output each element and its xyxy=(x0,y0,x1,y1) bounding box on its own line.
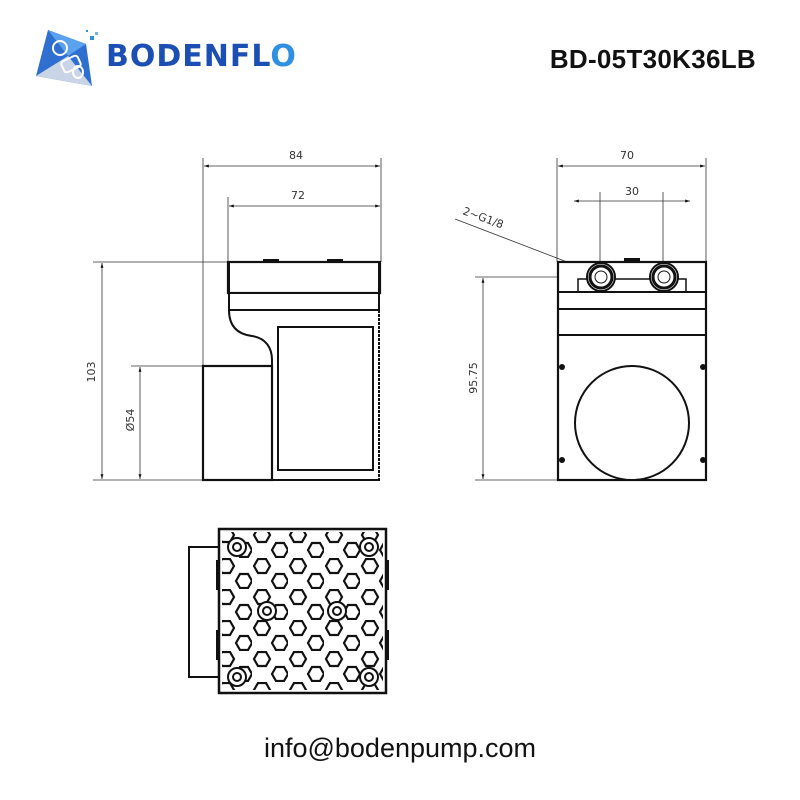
mounting-holes xyxy=(227,537,379,687)
dim-front-height: 95.75 xyxy=(467,362,480,394)
brand-logo: BODENFLO xyxy=(34,24,297,90)
brand-name: BODENFLO xyxy=(106,39,297,74)
dim-motor-diameter: Ø54 xyxy=(124,409,137,432)
logo-cube-icon xyxy=(34,26,102,88)
dim-front-width: 70 xyxy=(620,149,634,162)
port-thread-callout: 2~G1/8 xyxy=(461,205,505,232)
dim-overall-height: 103 xyxy=(85,362,98,383)
contact-email[interactable]: info@bodenpump.com xyxy=(263,733,537,763)
dim-head-width: 72 xyxy=(291,189,305,202)
inlet-port-icon xyxy=(586,262,616,292)
model-number: BD-05T30K36LB xyxy=(549,44,756,74)
side-view: 84 72 103 Ø54 xyxy=(85,149,382,482)
dim-overall-width: 84 xyxy=(289,149,303,162)
outlet-port-icon xyxy=(649,262,679,292)
front-view: 70 30 2~G1/8 95.75 xyxy=(454,149,708,482)
bottom-view xyxy=(188,527,389,695)
dim-port-spacing: 30 xyxy=(625,185,639,198)
